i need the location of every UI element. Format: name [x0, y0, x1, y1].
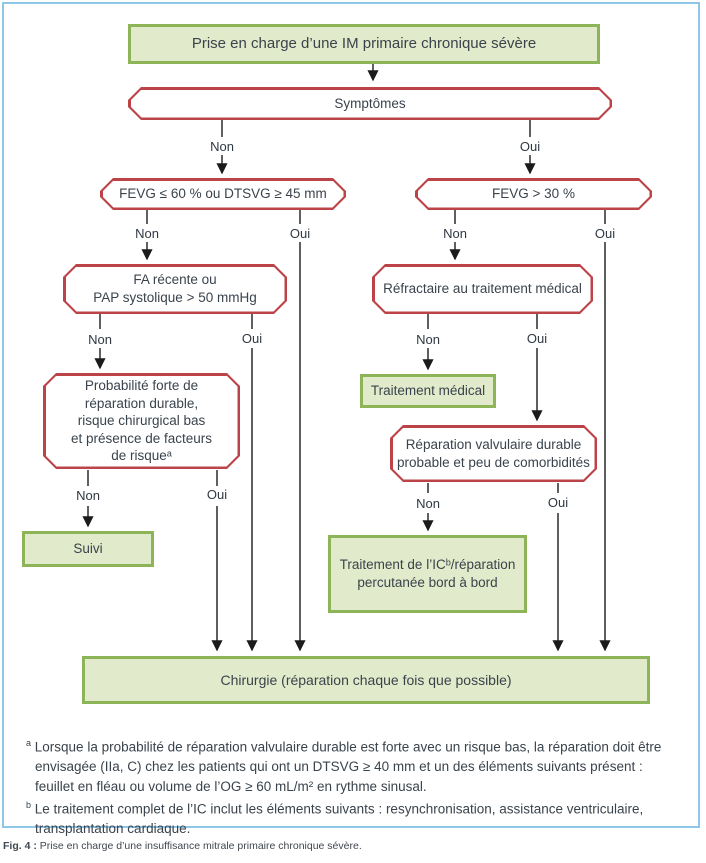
node-suivi: Suivi [22, 531, 154, 567]
footnote-b-text: Le traitement complet de l’IC inclut les… [34, 801, 644, 837]
figure-caption-label: Fig. 4 : [3, 840, 37, 852]
node-refractaire: Réfractaire au traitement médical [372, 264, 593, 314]
branch-label-oui-symptomes: Oui [519, 139, 541, 154]
node-chirurgie: Chirurgie (réparation chaque fois que po… [82, 656, 650, 704]
node-refractaire-text: Réfractaire au traitement médical [383, 281, 582, 296]
node-traitement-ic: Traitement de l’ICᵇ/réparation percutané… [328, 535, 527, 613]
branch-label-oui-fa: Oui [241, 331, 263, 346]
footnote-a-marker: a [26, 738, 32, 748]
footnote-a-text: Lorsque la probabilité de réparation val… [34, 739, 662, 794]
node-probabilite-line5: de risqueᵃ [111, 448, 172, 464]
node-traitement-medical-text: Traitement médical [370, 383, 486, 398]
branch-label-non-symptomes: Non [210, 139, 234, 154]
node-fevg-right-text: FEVG > 30 % [492, 186, 575, 201]
node-reparation-inner: Réparation valvulaire durable probable e… [393, 428, 595, 480]
node-fevg-right: FEVG > 30 % [415, 178, 652, 210]
footnote-b-marker: b [26, 800, 32, 810]
branch-label-non-fevg-right: Non [443, 226, 467, 241]
node-symptomes-text: Symptômes [334, 95, 406, 111]
node-fevg-right-inner: FEVG > 30 % [418, 181, 650, 208]
branch-label-oui-fevg-left: Oui [289, 226, 311, 241]
branch-label-non-probabilite: Non [76, 488, 100, 503]
node-reparation: Réparation valvulaire durable probable e… [390, 425, 597, 482]
branch-label-oui-reparation: Oui [547, 495, 569, 510]
node-probabilite-line2: réparation durable, [84, 395, 199, 411]
node-fevg-left-text: FEVG ≤ 60 % ou DTSVG ≥ 45 mm [119, 186, 327, 201]
footnote-b: b Le traitement complet de l’IC inclut l… [26, 796, 680, 839]
node-fevg-left-inner: FEVG ≤ 60 % ou DTSVG ≥ 45 mm [103, 181, 344, 208]
node-traitement-ic-line1: Traitement de l’ICᵇ/réparation [339, 557, 516, 572]
node-refractaire-inner: Réfractaire au traitement médical [375, 267, 591, 312]
node-title: Prise en charge d’une IM primaire chroni… [128, 24, 600, 64]
node-chirurgie-text: Chirurgie (réparation chaque fois que po… [220, 672, 512, 688]
node-title-text: Prise en charge d’une IM primaire chroni… [191, 35, 537, 52]
node-fa: FA récente ou PAP systolique > 50 mmHg [63, 264, 287, 314]
node-probabilite-line3: risque chirurgical bas [77, 413, 206, 429]
branch-label-non-reparation: Non [416, 496, 440, 511]
node-fa-line1: FA récente ou [133, 272, 217, 287]
node-suivi-text: Suivi [73, 541, 103, 556]
node-symptomes-inner: Symptômes [131, 90, 610, 118]
node-symptomes: Symptômes [128, 87, 612, 120]
node-fa-line2: PAP systolique > 50 mmHg [93, 290, 257, 305]
footnotes: a Lorsque la probabilité de réparation v… [26, 734, 680, 839]
node-reparation-line1: Réparation valvulaire durable [405, 436, 582, 452]
node-traitement-medical: Traitement médical [360, 374, 496, 408]
branch-label-non-refractaire: Non [416, 332, 440, 347]
node-probabilite-inner: Probabilité forte de réparation durable,… [46, 376, 238, 467]
figure-caption: Fig. 4 : Prise en charge d’une insuffisa… [3, 840, 362, 852]
node-traitement-ic-line2: percutanée bord à bord [357, 575, 498, 590]
branch-label-non-fevg-left: Non [135, 226, 159, 241]
node-fevg-left: FEVG ≤ 60 % ou DTSVG ≥ 45 mm [100, 178, 346, 210]
branch-label-oui-fevg-right: Oui [594, 226, 616, 241]
figure-caption-text: Prise en charge d’une insuffisance mitra… [39, 840, 362, 852]
node-reparation-line2: probable et peu de comorbidités [397, 454, 590, 470]
node-probabilite-line4: et présence de facteurs [70, 430, 213, 446]
node-fa-inner: FA récente ou PAP systolique > 50 mmHg [66, 267, 285, 312]
node-probabilite: Probabilité forte de réparation durable,… [43, 373, 240, 469]
branch-label-non-fa: Non [88, 332, 112, 347]
node-probabilite-line1: Probabilité forte de [84, 378, 199, 394]
branch-label-oui-probabilite: Oui [206, 487, 228, 502]
branch-label-oui-refractaire: Oui [526, 331, 548, 346]
footnote-a: a Lorsque la probabilité de réparation v… [26, 734, 680, 796]
